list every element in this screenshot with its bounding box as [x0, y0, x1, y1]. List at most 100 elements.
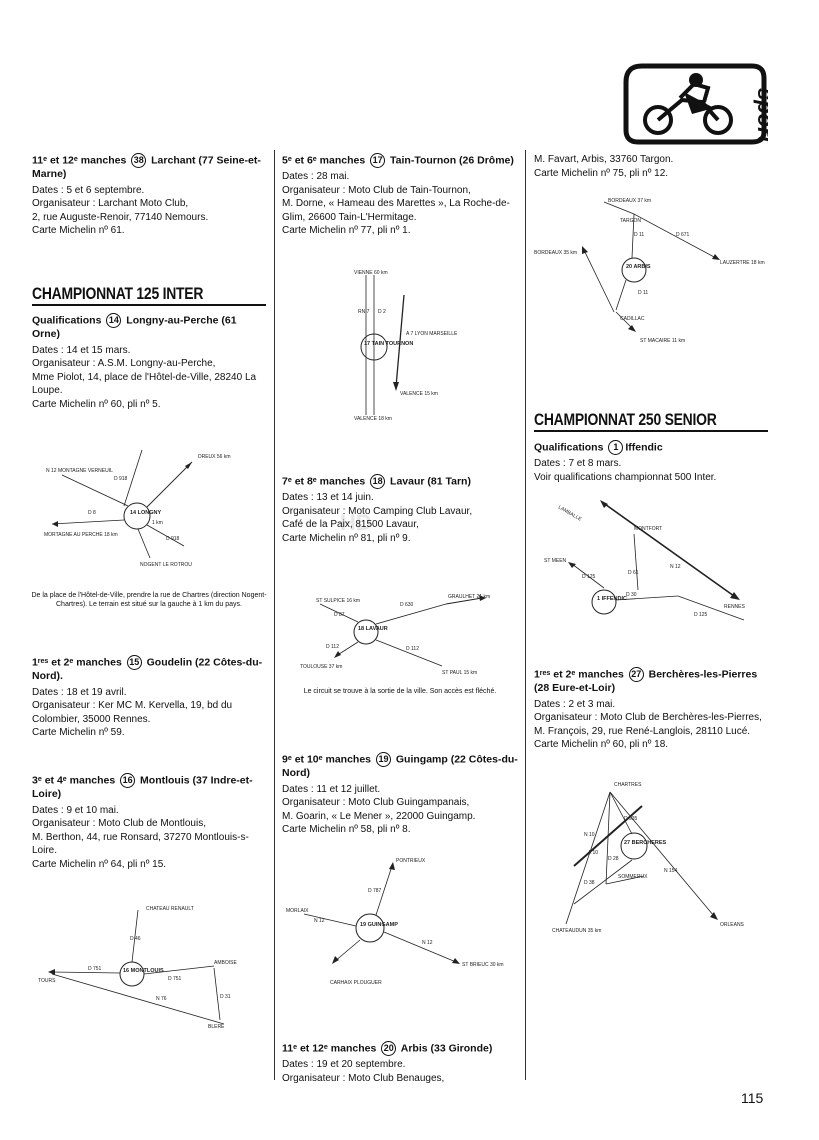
round-number-badge: 15 [126, 655, 142, 670]
section-rule [534, 430, 768, 432]
map-tain: 17 TAIN TOURNON VIENNE 60 km RN 7 D 2 A … [354, 270, 458, 422]
section-title-250: CHAMPIONNAT 250 SENIOR [534, 410, 717, 429]
map-label: D 671 [676, 232, 690, 238]
map-label: A 7 LYON MARSEILLE [406, 331, 458, 337]
round-number-badge: 38 [131, 153, 147, 168]
event-title: 9ᵉ et 10ᵉ manches 19 Guingamp (22 Côtes-… [282, 752, 518, 779]
round-number-badge: 17 [370, 153, 386, 168]
round-number-badge: 1 [608, 440, 624, 455]
event-line: Organisateur : Larchant Moto Club, [32, 198, 189, 209]
page-number: 115 [741, 1090, 764, 1106]
map-guingamp: 19 GUINGAMP PONTRIEUX D 787 MORLAIX N 12… [286, 858, 504, 986]
event-title: 7ᵉ et 8ᵉ manches 18 Lavaur (81 Tarn) [282, 474, 471, 489]
map-label: D 11 [638, 290, 648, 296]
map-label: VALENCE 18 km [354, 416, 392, 422]
map-label: D 112 [326, 644, 339, 650]
event-line: Café de la Paix, 81500 Lavaur, [282, 519, 419, 530]
event-line: 2, rue Auguste-Renoir, 77140 Nemours. [32, 211, 209, 223]
map-label: N 76 [156, 996, 167, 1002]
map-label: ST SULPICE 16 km [316, 598, 360, 604]
event-line: M. François, 29, rue René-Langlois, 2811… [534, 725, 751, 737]
watermark: HD [340, 510, 372, 535]
map-label: DREUX 56 km [198, 454, 231, 460]
event-line: Carte Michelin nº 81, pli nº 9. [282, 532, 411, 544]
map-longny: 14 LONGNY N 12 MONTAGNE VERNEUIL D 918 D… [44, 449, 231, 568]
map-label: N 12 [670, 564, 681, 570]
map-label: RN 7 [358, 309, 370, 315]
map-center-label: 17 TAIN TOURNON [364, 341, 413, 347]
event-title: Qualifications 14 Longny-au-Perche (61 O… [32, 313, 237, 340]
map-montlouis: 16 MONTLOUIS CHATEAU RENAULT D 46 TOURS … [38, 906, 237, 1030]
round-number-badge: 27 [628, 667, 644, 682]
event-line: Carte Michelin nº 61. [32, 225, 125, 236]
event-line: Carte Michelin nº 60, pli nº 5. [32, 398, 161, 410]
event-line: M. Favart, Arbis, 33760 Targon. [534, 154, 674, 165]
map-label: D 918 [114, 476, 128, 482]
event-line: M. Dorne, « Hameau des Marettes », La Ro… [282, 198, 510, 223]
event-line: M. Berthon, 44, rue Ronsard, 37270 Montl… [32, 831, 249, 857]
event-montlouis: 3ᵉ et 4ᵉ manches 16 Montlouis (37 Indre-… [32, 773, 266, 871]
map-label: D 918 [166, 536, 180, 542]
map-iffendic: 1 IFFENDIC LAMBALLE MONTFORT ST MEEN D 1… [544, 500, 746, 621]
map-label: TOULOUSE 37 km [300, 664, 342, 670]
map-label: TARGON [620, 218, 641, 224]
map-label: LAUZERTRE 18 km [720, 260, 765, 266]
event-title: 1ʳᵉˢ et 2ᵉ manches 15 Goudelin (22 Côtes… [32, 655, 263, 682]
round-number-badge: 19 [375, 752, 391, 767]
sport-logo: sport [623, 63, 768, 145]
event-line: Organisateur : Moto Club de Berchères-le… [534, 712, 762, 723]
map-label: SOMMERUX [618, 874, 648, 880]
event-line: Organisateur : Ker MC M. Kervella, 19, b… [32, 700, 233, 725]
map-lavaur: 18 LAVAUR ST SULPICE 16 km D 630 D 87 GR… [300, 594, 490, 676]
event-line: Organisateur : Moto Club Benauges, [282, 1072, 445, 1084]
map-label: N 12 MONTAGNE VERNEUIL [46, 468, 113, 474]
map-label: NOGENT LE ROTROU [140, 562, 192, 568]
column-rule-1 [274, 150, 275, 1080]
map-label: MORTAGNE AU PERCHE 18 km [44, 532, 118, 538]
round-number-badge: 18 [370, 474, 386, 489]
event-line: Dates : 14 et 15 mars. [32, 344, 131, 356]
event-guingamp: 9ᵉ et 10ᵉ manches 19 Guingamp (22 Côtes-… [282, 752, 518, 837]
map-bercheres: 27 BERCHERES CHARTRES N 10 A 10 D 935 D … [552, 782, 745, 934]
map-label: D 8 [88, 510, 96, 516]
section-title-125: CHAMPIONNAT 125 INTER [32, 284, 204, 303]
map-label: ST MACAIRE 11 km [640, 338, 685, 344]
map-label: ST BRIEUC 30 km [462, 962, 504, 968]
event-lavaur: 7ᵉ et 8ᵉ manches 18 Lavaur (81 Tarn) Dat… [282, 474, 518, 545]
map-label: CHATEAU RENAULT [146, 906, 194, 912]
map-label: AMBOISE [214, 960, 237, 966]
event-line: Dates : 7 et 8 mars. [534, 458, 622, 469]
map-label: D 751 [168, 976, 182, 982]
event-line: Organisateur : Moto Camping Club Lavaur, [282, 505, 473, 517]
map-label: CADILLAC [620, 316, 645, 322]
event-line: Dates : 18 et 19 avril. [32, 686, 127, 698]
map-label: MONTFORT [634, 526, 662, 532]
event-line: Carte Michelin nº 77, pli nº 1. [282, 225, 411, 236]
event-arbis-continued: M. Favart, Arbis, 33760 Targon. Carte Mi… [534, 153, 768, 180]
event-line: Dates : 9 et 10 mai. [32, 804, 119, 816]
map-label: D 31 [220, 994, 231, 1000]
event-longny: Qualifications 14 Longny-au-Perche (61 O… [32, 313, 266, 411]
event-title: 3ᵉ et 4ᵉ manches 16 Montlouis (37 Indre-… [32, 773, 253, 800]
map-label: VIENNE 60 km [354, 270, 388, 276]
map-label: BORDEAUX 35 km [534, 250, 577, 256]
event-arbis: 11ᵉ et 12ᵉ manches 20 Arbis (33 Gironde)… [282, 1041, 518, 1085]
map-label: A 10 [588, 850, 598, 856]
event-line: Organisateur : Moto Club Guingampanais, [282, 797, 470, 808]
map-label: ST MEEN [544, 558, 567, 564]
event-line: Mme Piolot, 14, place de l'Hôtel-de-Vill… [32, 371, 257, 397]
map-label: D 935 [624, 816, 638, 822]
event-line: Dates : 2 et 3 mai. [534, 698, 616, 710]
map-label: D 751 [88, 966, 102, 972]
map-label: D 61 [628, 570, 639, 576]
event-line: Dates : 11 et 12 juillet. [282, 783, 381, 795]
map-label: ST PAUL 15 km [442, 670, 477, 676]
map-center-label: 1 IFFENDIC [597, 596, 627, 602]
map-label: D 38 [584, 880, 595, 886]
event-title: 11ᵉ et 12ᵉ manches 38 Larchant (77 Seine… [32, 153, 261, 180]
map-center-label: 19 GUINGAMP [360, 922, 398, 928]
event-line: Dates : 19 et 20 septembre. [282, 1059, 406, 1070]
